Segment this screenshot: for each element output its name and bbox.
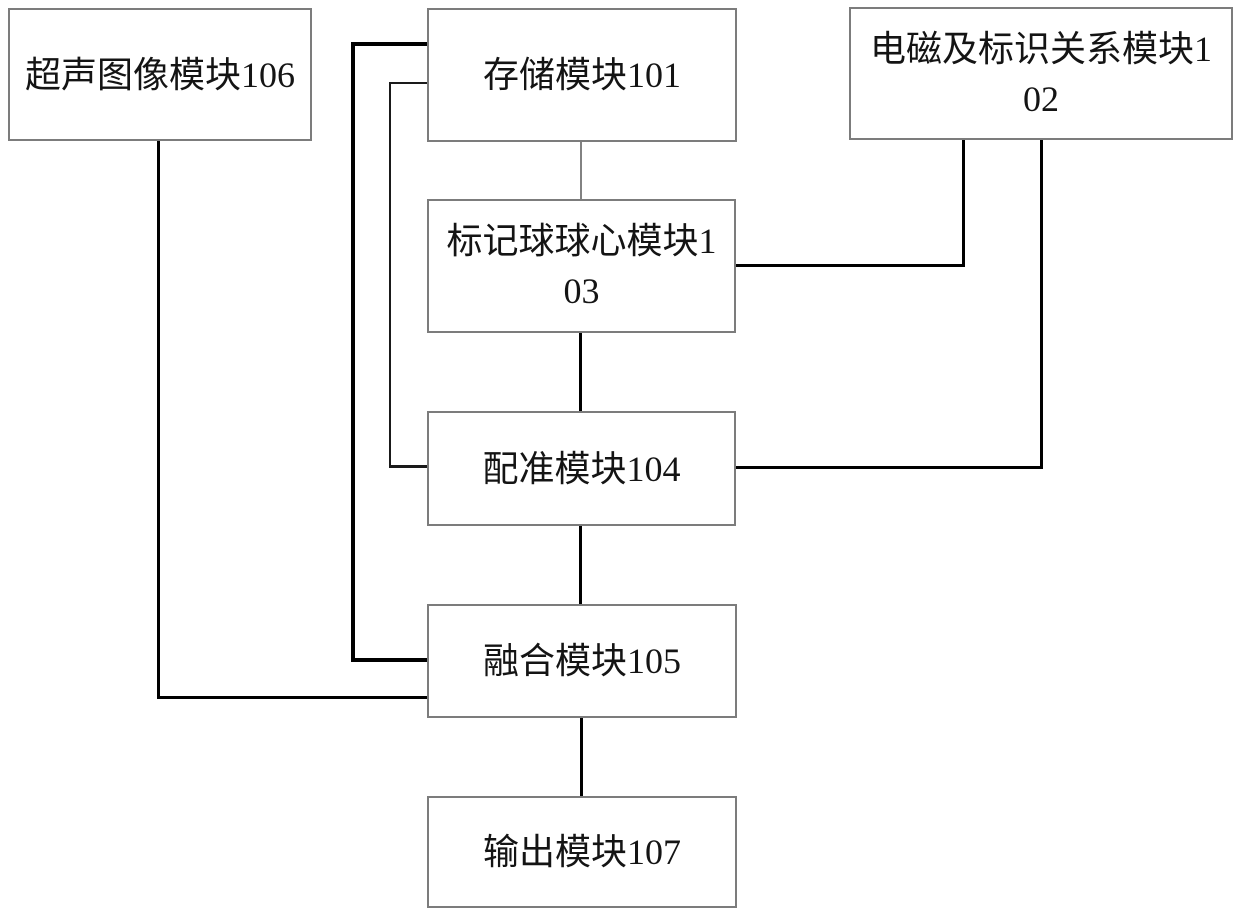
connector-106-105-vertical — [157, 141, 160, 699]
module-box-output-107: 输出模块107 — [427, 796, 737, 908]
module-box-ultrasound-image-106: 超声图像模块106 — [8, 8, 312, 141]
connector-102-103-horizontal — [736, 264, 965, 267]
connector-101-104-top-horizontal — [389, 82, 427, 84]
module-box-storage-101: 存储模块101 — [427, 8, 737, 142]
connector-103-104-vertical — [579, 333, 582, 411]
connector-104-105-vertical — [579, 526, 582, 604]
connector-101-104-vertical — [389, 82, 391, 468]
connector-101-105-top-horizontal — [351, 42, 427, 46]
module-box-registration-104: 配准模块104 — [427, 411, 736, 526]
connector-106-105-horizontal — [157, 696, 427, 699]
module-label-104: 配准模块104 — [482, 448, 681, 489]
module-label-105: 融合模块105 — [482, 641, 681, 681]
connector-102-104-vertical — [1040, 140, 1043, 469]
module-box-em-marker-relation-102: 电磁及标识关系模块1 02 — [849, 7, 1233, 140]
module-label-103-line2: 03 — [563, 271, 600, 311]
module-label-107: 输出模块107 — [482, 832, 681, 872]
module-label-102-line2: 02 — [1023, 78, 1059, 119]
module-box-marker-ball-center-103: 标记球球心模块1 03 — [427, 199, 736, 333]
module-box-fusion-105: 融合模块105 — [427, 604, 737, 718]
module-label-106: 超声图像模块106 — [24, 54, 295, 95]
module-label-102-line1: 电磁及标识关系模块1 — [869, 28, 1212, 69]
connector-101-103-vertical — [580, 142, 582, 199]
module-label-101: 存储模块101 — [482, 55, 681, 95]
connector-101-104-bottom-horizontal — [389, 465, 427, 468]
connector-101-105-vertical — [351, 42, 355, 662]
connector-101-105-bottom-horizontal — [351, 658, 427, 662]
connector-102-103-vertical — [962, 140, 965, 267]
connector-105-107-vertical — [580, 718, 583, 796]
connector-102-104-horizontal — [736, 466, 1043, 469]
module-label-103-line1: 标记球球心模块1 — [446, 221, 717, 261]
